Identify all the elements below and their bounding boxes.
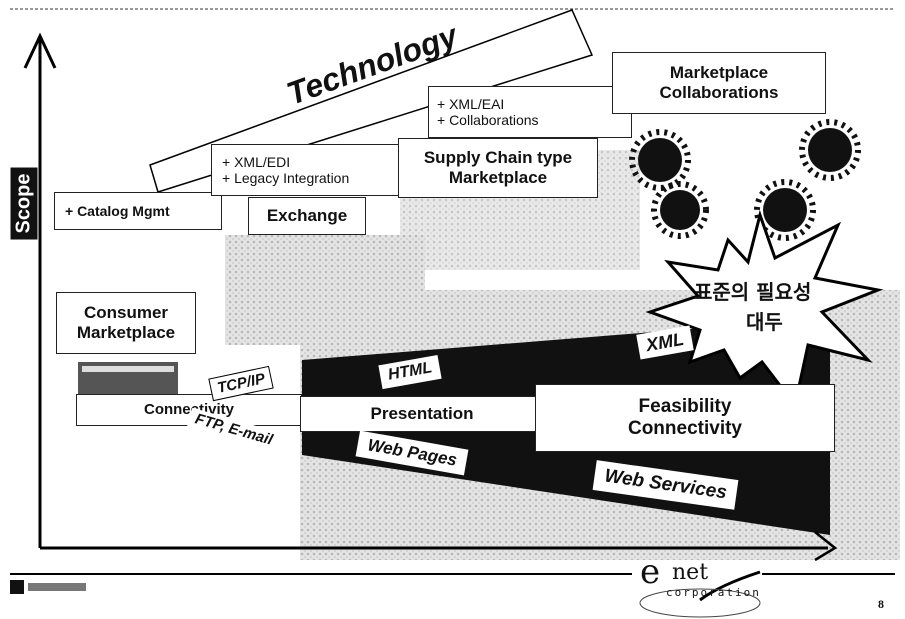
burst-text-line1: 표준의 필요성: [694, 280, 812, 304]
page-number: 8: [878, 597, 884, 611]
html-text: HTML: [386, 359, 434, 384]
screenshot-thumbnail-header: [82, 366, 174, 372]
supply-chain-box: Supply Chain type Marketplace: [398, 138, 598, 198]
logo-corporation: corporation: [666, 586, 761, 599]
consumer-marketplace-line1: Consumer: [83, 303, 169, 323]
supply-chain-line2: Marketplace: [448, 168, 548, 187]
y-axis-label: Scope: [10, 167, 38, 240]
marketplace-collaborations-line1: Marketplace: [669, 63, 769, 83]
collaborations-note-label: + Collaborations: [437, 112, 539, 128]
catalog-mgmt-box: + Catalog Mgmt: [54, 192, 222, 230]
exchange-label: Exchange: [266, 206, 348, 226]
logo-ring: [639, 588, 761, 618]
catalog-mgmt-label: + Catalog Mgmt: [65, 202, 170, 219]
virus-icon: [754, 179, 816, 241]
xml-text: XML: [644, 328, 686, 356]
xml-eai-label: + XML/EAI: [437, 95, 505, 112]
y-axis-arrowhead: [23, 32, 57, 69]
logo-net: net: [672, 560, 709, 585]
presentation-box: Presentation: [300, 396, 544, 432]
footer-mini-text: [28, 583, 86, 591]
x-axis-arrowhead: [814, 531, 838, 562]
feasibility-box: Feasibility Connectivity: [535, 384, 835, 452]
consumer-marketplace-line2: Marketplace: [76, 323, 176, 342]
consumer-marketplace-box: Consumer Marketplace: [56, 292, 196, 354]
marketplace-collaborations-box: Marketplace Collaborations: [612, 52, 826, 114]
xml-edi-label: + XML/EDI: [222, 153, 291, 170]
starburst-shape: [645, 209, 884, 409]
marketplace-collaborations-line2: Collaborations: [659, 83, 779, 102]
virus-icon: [651, 181, 709, 239]
footer-mini-logo: [10, 580, 24, 594]
logo-swoosh: [699, 570, 761, 602]
xml-edi-box: + XML/EDI + Legacy Integration: [211, 144, 401, 196]
feasibility-label: Feasibility: [638, 396, 732, 418]
logo-e: e: [640, 552, 661, 592]
presentation-label: Presentation: [370, 404, 474, 424]
feasibility-connectivity-label: Connectivity: [627, 418, 743, 439]
supply-chain-line1: Supply Chain type: [423, 148, 573, 168]
virus-icon: [629, 129, 691, 191]
legacy-integration-label: + Legacy Integration: [222, 170, 350, 186]
burst-text-line2: 대두: [746, 310, 783, 334]
exchange-box: Exchange: [248, 197, 366, 235]
xml-eai-box: + XML/EAI + Collaborations: [428, 86, 632, 138]
virus-icon: [799, 119, 861, 181]
